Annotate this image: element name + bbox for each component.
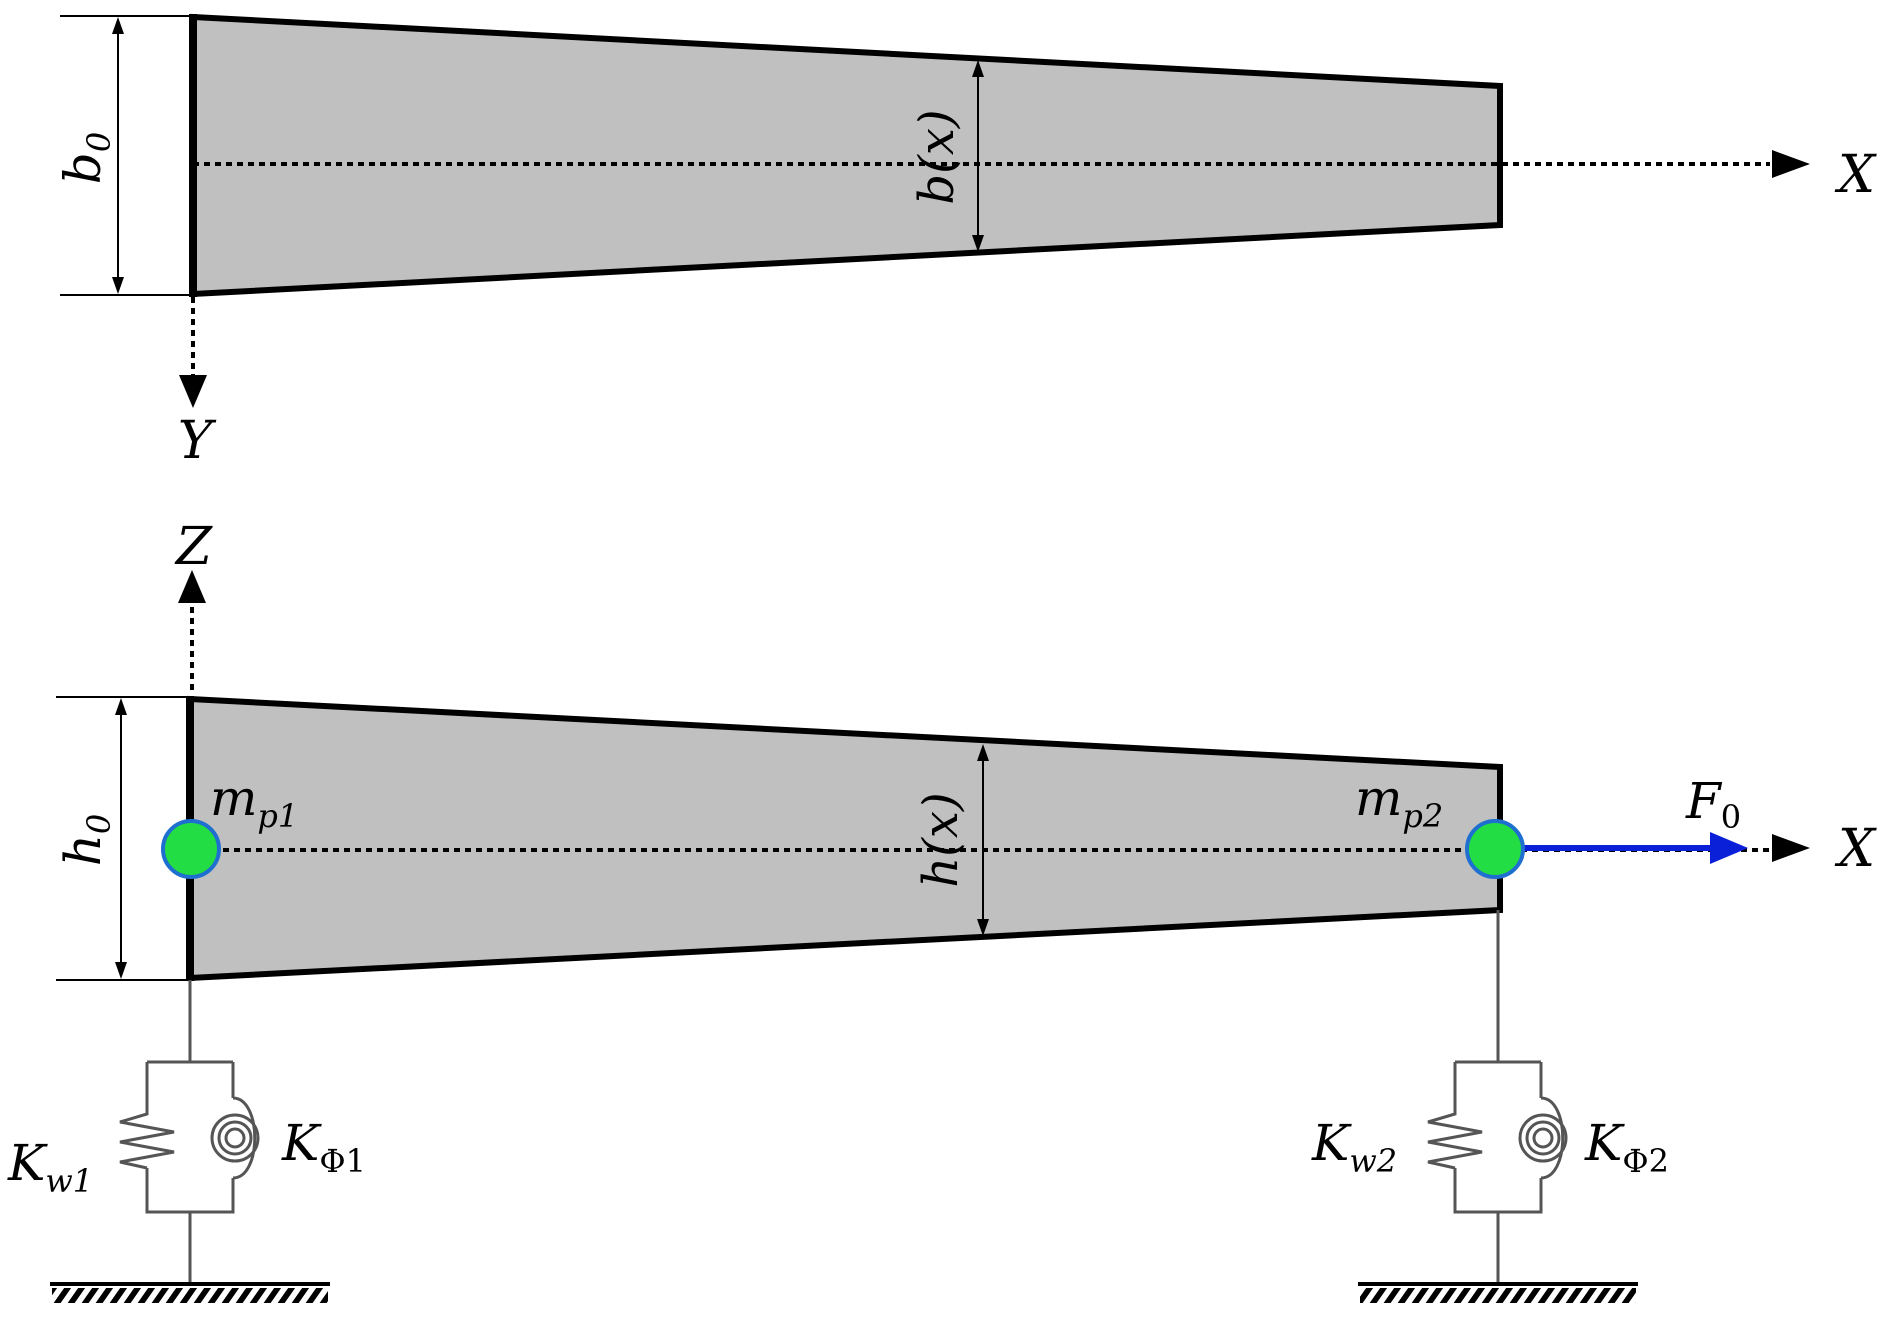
y-arrowhead (179, 375, 207, 408)
top-x-arrowhead (1772, 150, 1810, 178)
left-support-frame (145, 1060, 235, 1214)
hx-label: h(x) (913, 792, 969, 887)
spring-w2-label: Kw2 (1311, 1114, 1397, 1180)
mass-1 (161, 819, 221, 879)
h0-arrowhead-bottom (115, 962, 127, 979)
bx-arrowhead-top (972, 60, 984, 77)
mass-2-label: mp2 (1355, 769, 1443, 835)
spring-w1-label: Kw1 (7, 1134, 93, 1200)
spring-phi2-label: KΦ2 (1584, 1114, 1669, 1180)
mass-2 (1465, 819, 1525, 879)
z-axis-label: Z (174, 517, 213, 577)
top-x-axis-label: X (1834, 145, 1877, 205)
b0-label: b0 (54, 132, 118, 184)
side-view: Z h0 h(x) X F0 mp1 mp2 (7, 517, 1877, 1303)
hx-arrowhead-top (977, 744, 989, 761)
right-support (1358, 910, 1638, 1286)
side-x-arrowhead (1772, 834, 1810, 862)
force-arrowhead (1710, 832, 1748, 864)
spring-phi1-label: KΦ1 (281, 1114, 366, 1180)
hx-arrowhead-bottom (977, 919, 989, 936)
mass-1-label: mp1 (210, 769, 298, 835)
h0-arrowhead-top (115, 698, 127, 715)
right-support-frame (1453, 1060, 1543, 1214)
h0-label: h0 (54, 814, 118, 867)
left-rotational-spring-icon (210, 1113, 260, 1163)
right-translational-spring (1427, 1108, 1483, 1170)
side-x-axis-label: X (1834, 819, 1877, 879)
right-frame-notch (1540, 1096, 1565, 1180)
b0-arrowhead-top (112, 17, 124, 34)
right-ground-hatch (1360, 1288, 1636, 1303)
left-support (50, 980, 330, 1286)
left-translational-spring (119, 1108, 175, 1170)
side-beam-elevation (187, 695, 1503, 982)
z-arrowhead (178, 570, 206, 603)
bx-arrowhead-bottom (972, 235, 984, 252)
left-frame-notch (232, 1096, 257, 1180)
b0-arrowhead-bottom (112, 277, 124, 294)
bx-label: b(x) (909, 109, 965, 204)
right-rotational-spring-icon (1518, 1113, 1568, 1163)
y-axis-label: Y (178, 411, 217, 471)
top-beam-planform (190, 13, 1503, 298)
top-view: b0 b(x) X Y (54, 13, 1877, 471)
force-label: F0 (1685, 772, 1741, 836)
left-ground-hatch (52, 1288, 328, 1303)
